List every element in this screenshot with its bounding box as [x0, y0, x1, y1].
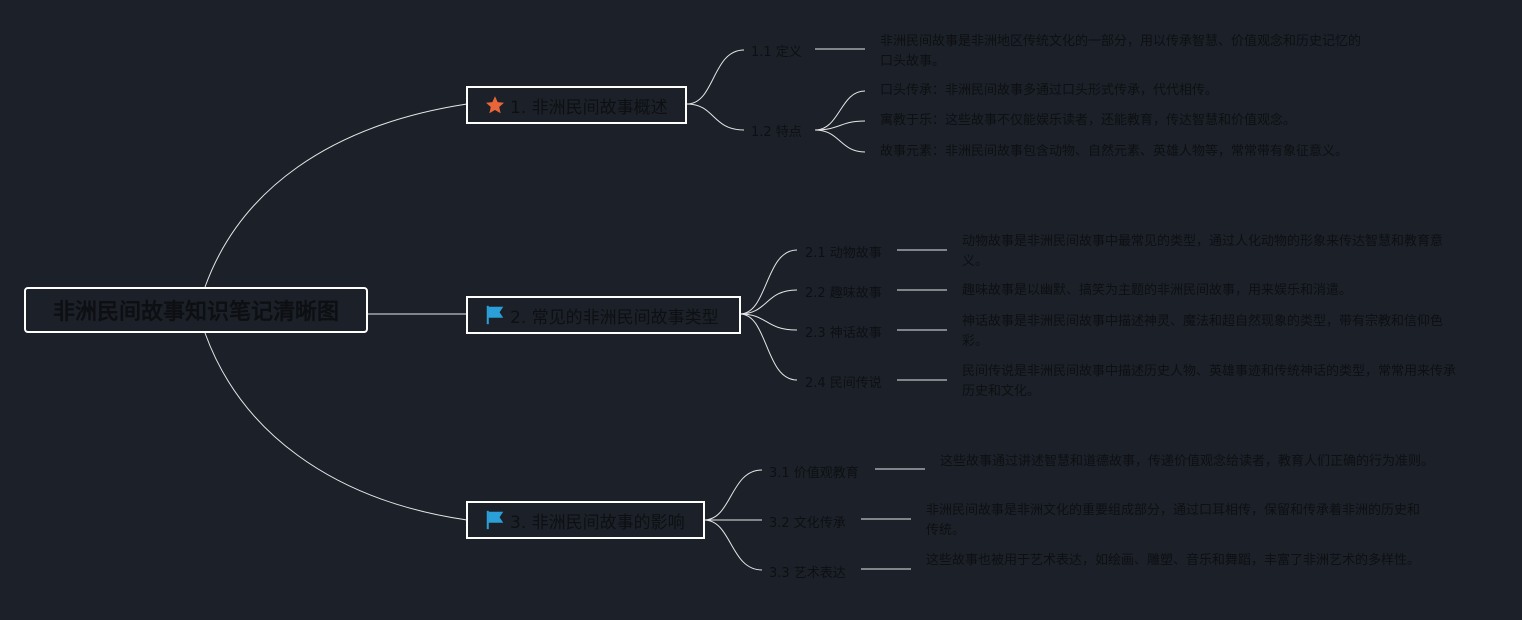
flag-icon [486, 305, 504, 325]
subtopic-label: 2.3 神话故事 [805, 326, 882, 341]
connector-b1-s2-leaf-2 [814, 120, 866, 131]
root-topic-label: 非洲民间故事知识笔记清晰图 [52, 300, 339, 325]
detail-text: 民间传说是非洲民间故事中描述历史人物、英雄事迹和传统神话的类型，常常用来传承历史… [962, 364, 1457, 399]
connector-root-branch-3 [204, 332, 468, 521]
detail-text: 这些故事也被用于艺术表达，如绘画、雕塑、音乐和舞蹈，丰富了非洲艺术的多样性。 [926, 553, 1421, 568]
star-icon [486, 96, 504, 114]
subtopic-artistic-expression[interactable]: 3.3 艺术表达 [769, 562, 846, 581]
subtopic-label: 2.2 趣味故事 [805, 286, 882, 301]
flag-icon [486, 510, 504, 530]
detail-text: 非洲民间故事是非洲地区传统文化的一部分，用以传承智慧、价值观念和历史记忆的口头故… [880, 34, 1362, 69]
detail-text: 寓教于乐：这些故事不仅能娱乐读者，还能教育，传达智慧和价值观念。 [880, 113, 1297, 128]
detail-text: 神话故事是非洲民间故事中描述神灵、魔法和超自然现象的类型，带有宗教和信仰色彩。 [962, 314, 1444, 349]
subtopic-label: 3.2 文化传承 [769, 516, 846, 531]
detail-text: 这些故事通过讲述智慧和道德故事，传递价值观念给读者，教育人们正确的行为准则。 [940, 454, 1435, 469]
detail-text: 口头传承：非洲民间故事多通过口头形式传承，代代相传。 [880, 83, 1219, 98]
subtopic-label: 1.2 特点 [751, 125, 802, 140]
subtopic-fun-stories[interactable]: 2.2 趣味故事 [805, 282, 882, 301]
subtopic-myth-stories[interactable]: 2.3 神话故事 [805, 322, 882, 341]
branch-topic-influence[interactable]: 3. 非洲民间故事的影响 [466, 501, 705, 539]
detail-text: 趣味故事是以幽默、搞笑为主题的非洲民间故事，用来娱乐和消遣。 [962, 283, 1353, 298]
detail-text: 动物故事是非洲民间故事中最常见的类型，通过人化动物的形象来传达智慧和教育意义。 [962, 234, 1444, 269]
connector-b1-s2-leaf-1 [814, 90, 866, 131]
connector-b2-s2 [739, 289, 798, 315]
branch-topic-label: 2. 常见的非洲民间故事类型 [510, 307, 719, 328]
connector-b1-s2 [686, 103, 745, 131]
connector-b1-s1 [686, 49, 745, 105]
root-topic[interactable]: 非洲民间故事知识笔记清晰图 [24, 287, 368, 333]
subtopic-definition[interactable]: 1.1 定义 [751, 41, 802, 60]
subtopic-label: 3.1 价值观教育 [769, 466, 859, 481]
subtopic-cultural-heritage[interactable]: 3.2 文化传承 [769, 512, 846, 531]
subtopic-label: 3.3 艺术表达 [769, 566, 846, 581]
branch-topic-label: 1. 非洲民间故事概述 [510, 97, 668, 118]
branch-topic-overview[interactable]: 1. 非洲民间故事概述 [466, 86, 687, 124]
connector-b1-s2-leaf-3 [814, 129, 866, 153]
connector-root-branch-1 [204, 103, 468, 288]
subtopic-label: 2.4 民间传说 [805, 376, 882, 391]
subtopic-values-education[interactable]: 3.1 价值观教育 [769, 462, 859, 481]
detail-text: 非洲民间故事是非洲文化的重要组成部分，通过口耳相传，保留和传承着非洲的历史和传统… [926, 503, 1421, 538]
connector-b2-s3 [739, 313, 798, 331]
branch-topic-label: 3. 非洲民间故事的影响 [510, 512, 685, 533]
detail-text: 故事元素：非洲民间故事包含动物、自然元素、英雄人物等，常常带有象征意义。 [880, 144, 1349, 159]
connector-b3-s1 [703, 469, 763, 521]
branch-topic-types[interactable]: 2. 常见的非洲民间故事类型 [466, 296, 741, 334]
subtopic-folk-legends[interactable]: 2.4 民间传说 [805, 372, 882, 391]
subtopic-label: 1.1 定义 [751, 45, 802, 60]
connector-b3-s3 [703, 519, 763, 571]
subtopic-animal-stories[interactable]: 2.1 动物故事 [805, 242, 882, 261]
subtopic-features[interactable]: 1.2 特点 [751, 121, 802, 140]
subtopic-label: 2.1 动物故事 [805, 246, 882, 261]
connector-b2-s4 [739, 313, 798, 381]
connector-b2-s1 [739, 249, 798, 315]
